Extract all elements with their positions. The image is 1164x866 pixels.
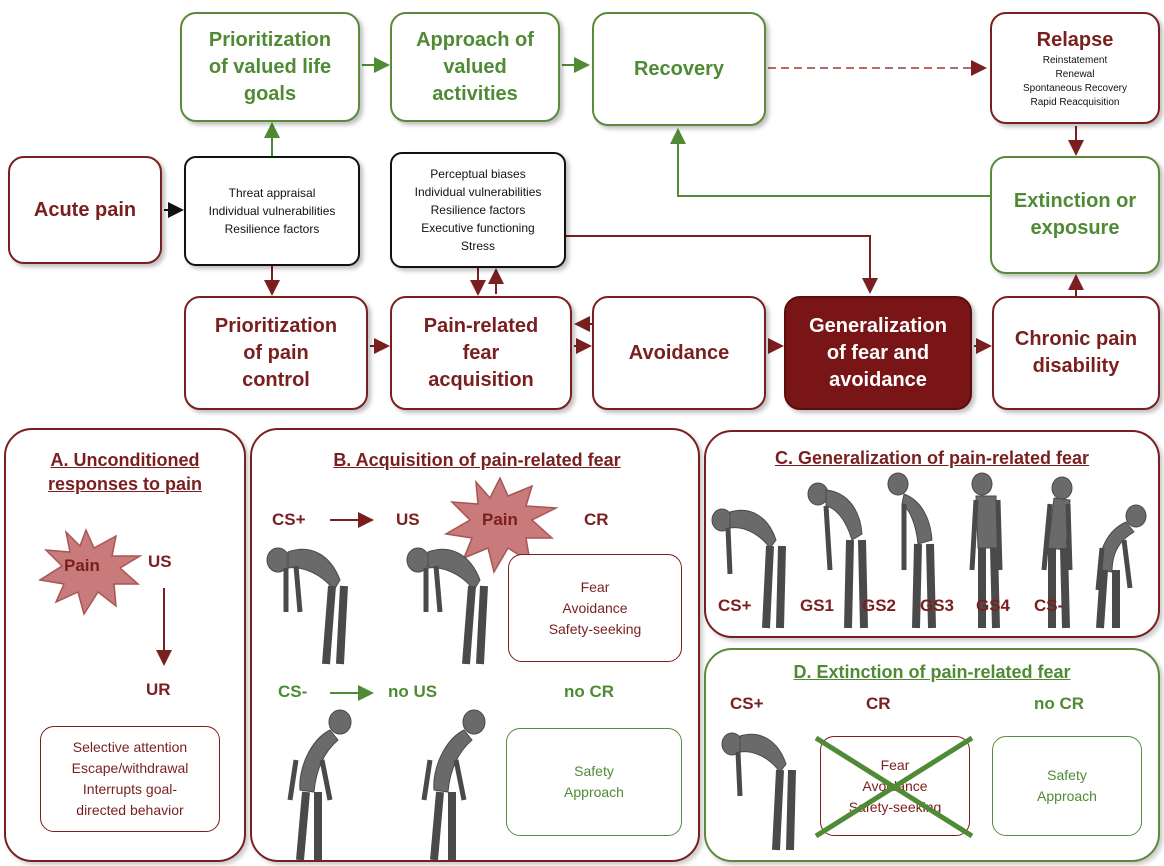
- threat-appraisal-text: Threat appraisal Individual vulnerabilit…: [208, 186, 336, 236]
- bent-figure: [406, 547, 488, 665]
- posture-figure-cs-plus: [711, 508, 786, 629]
- panel-b-safety-box: Safety Approach: [506, 728, 682, 836]
- posture-figure-gs4: [1041, 476, 1073, 629]
- panel-c-label-gs4: GS4: [976, 596, 1011, 615]
- perceptual-biases-text: Perceptual biases Individual vulnerabili…: [414, 167, 542, 253]
- panel-b-cr-label: CR: [584, 510, 609, 529]
- panel-b-cr-box: Fear Avoidance Safety-seeking: [508, 554, 682, 662]
- threat-appraisal-box: Threat appraisal Individual vulnerabilit…: [184, 156, 360, 266]
- panel-c-label-gs2: GS2: [862, 596, 897, 615]
- extinction-exposure-box: Extinction or exposure: [990, 156, 1160, 274]
- panel-d-cs-plus-label: CS+: [730, 694, 764, 713]
- pain-burst-icon: [37, 528, 143, 616]
- panel-a-pain-label: Pain: [64, 556, 100, 575]
- bent-figure: [266, 547, 348, 665]
- posture-figure-cs-minus: [1095, 504, 1147, 629]
- prioritization-life-goals-label: Prioritization of valued life goals: [208, 28, 332, 105]
- panel-a-ur-label: UR: [146, 680, 171, 699]
- relapse-box: Relapse Reinstatement Renewal Spontaneou…: [990, 12, 1160, 124]
- panel-c-label-cs-plus: CS+: [718, 596, 752, 615]
- prioritization-pain-label: Prioritization of pain control: [214, 314, 338, 391]
- fear-acquisition-box: Pain-related fear acquisition: [390, 296, 572, 410]
- chronic-pain-box: Chronic pain disability: [992, 296, 1160, 410]
- lean-back-figure: [421, 709, 486, 861]
- recovery-label: Recovery: [633, 57, 725, 80]
- recovery-box: Recovery: [592, 12, 766, 126]
- posture-figure-gs2: [887, 472, 936, 629]
- panel-d-safety-box: Safety Approach: [992, 736, 1142, 836]
- panel-c-title: C. Generalization of pain-related fear: [774, 448, 1090, 468]
- relapse-item: Reinstatement: [1042, 54, 1108, 66]
- posture-figure-gs3: [969, 472, 1003, 629]
- panel-d-no-cr-label: no CR: [1034, 694, 1085, 713]
- relapse-item: Spontaneous Recovery: [1023, 82, 1127, 94]
- panel-b-no-us-label: no US: [388, 682, 438, 701]
- panel-b-title: B. Acquisition of pain-related fear: [333, 450, 621, 470]
- panel-c-label-gs3: GS3: [920, 596, 955, 615]
- panel-a-title: A. Unconditioned responses to pain: [47, 450, 203, 495]
- avoidance-box: Avoidance: [592, 296, 766, 410]
- perceptual-biases-box: Perceptual biases Individual vulnerabili…: [390, 152, 566, 268]
- prioritization-life-goals-box: Prioritization of valued life goals: [180, 12, 360, 122]
- panel-b-us-label: US: [396, 510, 420, 529]
- chronic-pain-label: Chronic pain disability: [1014, 328, 1138, 377]
- panel-c-label-cs-minus: CS-: [1034, 596, 1064, 615]
- panel-b-cs-minus-label: CS-: [278, 682, 308, 701]
- posture-figure-gs1: [807, 482, 868, 629]
- avoidance-label: Avoidance: [628, 341, 730, 364]
- panel-d-title: D. Extinction of pain-related fear: [793, 662, 1071, 682]
- panel-c-label-gs1: GS1: [800, 596, 835, 615]
- relapse-item: Rapid Reacquisition: [1030, 96, 1120, 108]
- approach-activities-box: Approach of valued activities: [390, 12, 560, 122]
- acute-pain-box: Acute pain: [8, 156, 162, 264]
- approach-activities-label: Approach of valued activities: [416, 28, 534, 105]
- panel-b-cs-plus-label: CS+: [272, 510, 306, 529]
- panel-a-us-label: US: [148, 552, 172, 571]
- pain-burst-icon: [443, 476, 559, 574]
- lean-back-figure: [287, 709, 352, 861]
- panel-b-no-cr-label: no CR: [564, 682, 615, 701]
- generalization-box: Generalization of fear and avoidance: [784, 296, 972, 410]
- fear-acquisition-label: Pain-related fear acquisition: [423, 314, 539, 391]
- panel-d-cr-label: CR: [866, 694, 891, 713]
- prioritization-pain-box: Prioritization of pain control: [184, 296, 368, 410]
- generalization-label: Generalization of fear and avoidance: [809, 314, 947, 391]
- relapse-title: Relapse: [1036, 28, 1114, 51]
- relapse-item: Renewal: [1055, 68, 1095, 80]
- panel-a-response-box: Selective attention Escape/withdrawal In…: [40, 726, 220, 832]
- acute-pain-label: Acute pain: [33, 198, 137, 221]
- bent-figure: [721, 732, 796, 851]
- extinction-exposure-label: Extinction or exposure: [1013, 190, 1137, 239]
- panel-b-pain-label: Pain: [482, 510, 518, 529]
